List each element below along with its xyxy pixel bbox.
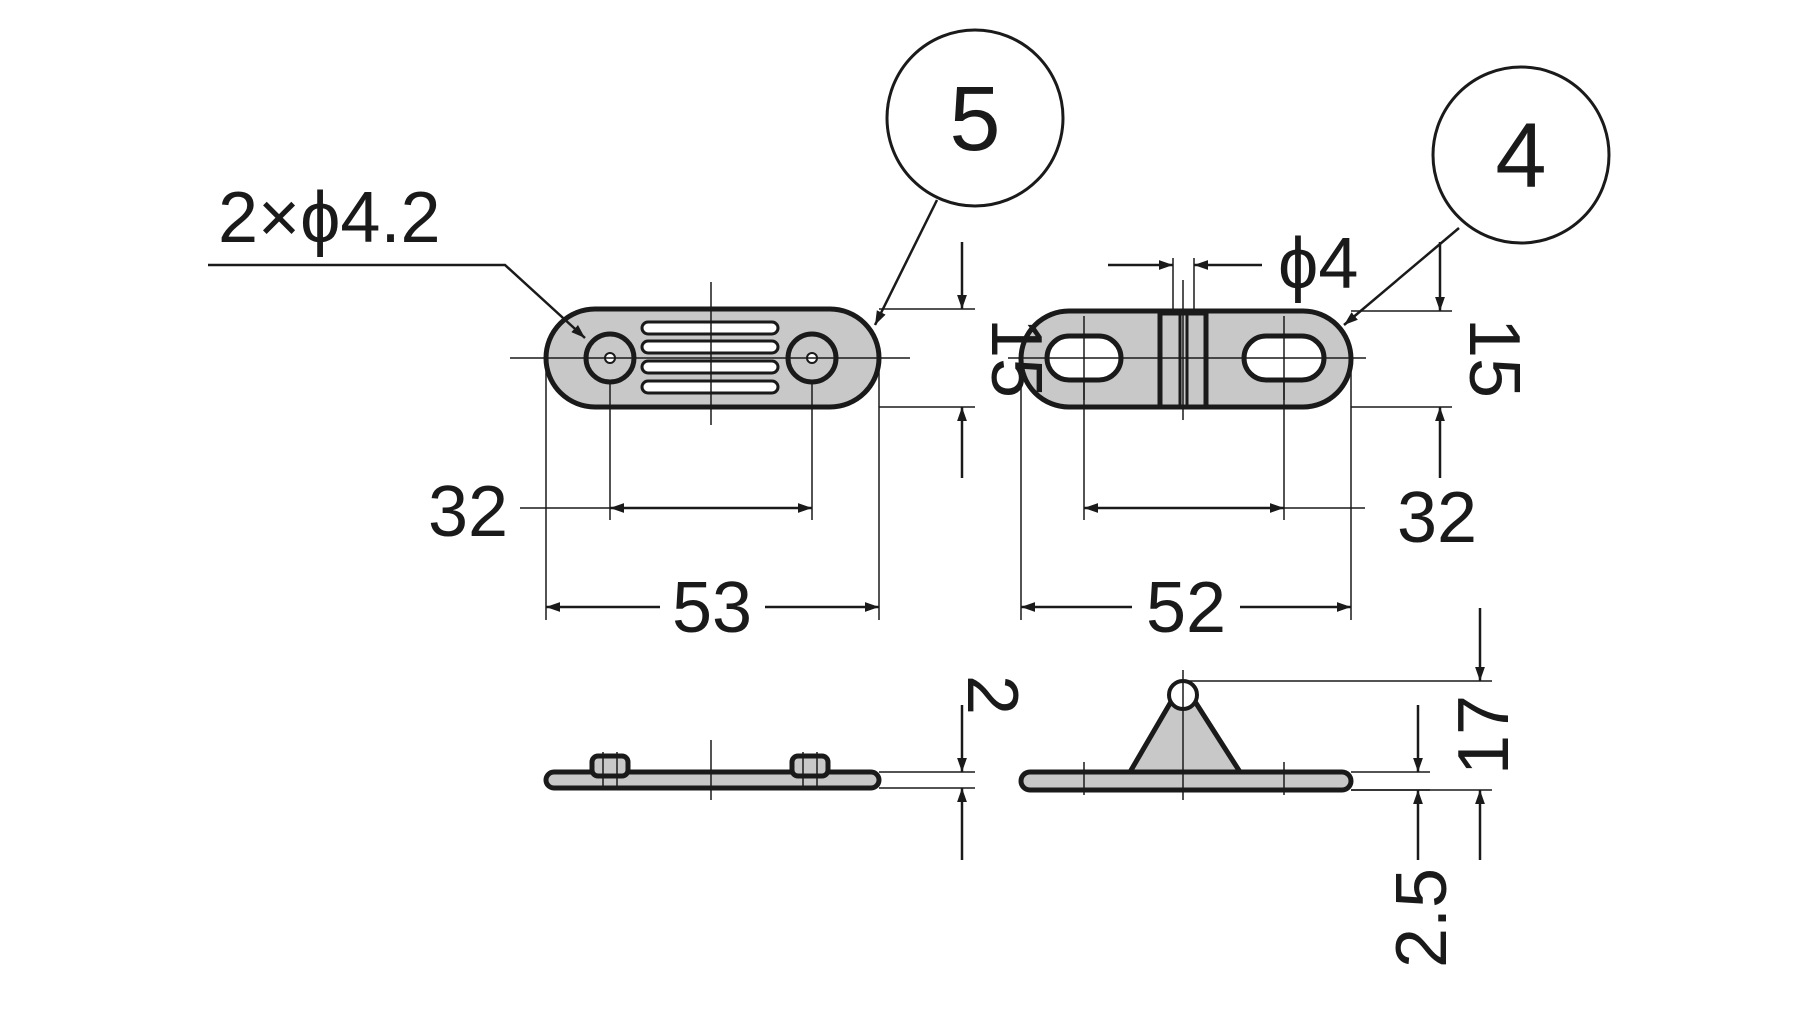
- svg-text:4: 4: [1495, 105, 1546, 207]
- left-hole-pitch-dimension: 32: [428, 382, 813, 552]
- svg-text:32: 32: [428, 472, 508, 552]
- svg-text:53: 53: [672, 568, 752, 648]
- svg-text:2: 2: [952, 675, 1032, 715]
- svg-text:17: 17: [1444, 695, 1524, 775]
- right-length-dimension: 52: [1020, 370, 1352, 648]
- left-thickness-dimension: 2: [879, 675, 1032, 860]
- svg-text:52: 52: [1146, 568, 1226, 648]
- pin-diameter-dimension: ϕ4: [1108, 224, 1358, 313]
- right-part-side-view: [1018, 670, 1354, 800]
- svg-text:32: 32: [1397, 478, 1477, 558]
- balloon-5: 5: [873, 28, 1065, 326]
- left-part-top-view: [510, 282, 910, 425]
- svg-text:2×ϕ4.2: 2×ϕ4.2: [218, 178, 441, 258]
- svg-text:2.5: 2.5: [1382, 868, 1462, 968]
- right-total-height-dimension: 17: [1183, 608, 1524, 860]
- svg-text:ϕ4: ϕ4: [1278, 224, 1358, 304]
- svg-text:15: 15: [976, 318, 1056, 398]
- right-hole-pitch-dimension: 32: [1083, 380, 1477, 558]
- hole-callout: 2×ϕ4.2: [208, 178, 586, 339]
- left-height-dimension: 15: [879, 242, 1056, 478]
- svg-text:5: 5: [949, 68, 1000, 170]
- left-length-dimension: 53: [545, 370, 880, 648]
- left-part-side-view: [543, 740, 882, 800]
- svg-text:15: 15: [1454, 318, 1534, 398]
- right-height-dimension: 15: [1351, 242, 1534, 478]
- balloon-4: 4: [1343, 65, 1611, 326]
- right-base-thickness-dimension: 2.5: [1351, 705, 1462, 968]
